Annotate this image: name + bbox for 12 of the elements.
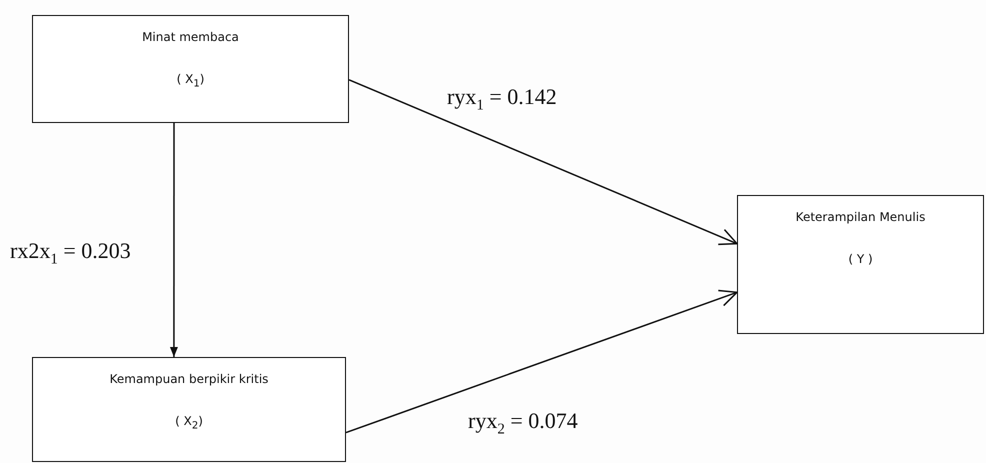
variable-symbol: ( X$_{1}$)	[176, 72, 204, 90]
variable-name: Kemampuan berpikir kritis	[110, 372, 268, 386]
variable-name: Keterampilan Menulis	[796, 210, 926, 224]
variable-name: Minat membaca	[142, 30, 239, 44]
variable-symbol: ( Y )	[848, 252, 873, 266]
variable-box	[32, 15, 349, 123]
variable-box	[32, 357, 346, 462]
arrow	[346, 290, 738, 434]
variable-box	[737, 195, 984, 334]
arrow	[348, 79, 738, 246]
arrow	[170, 123, 178, 357]
variable-symbol: ( X$_{2}$)	[175, 414, 203, 432]
